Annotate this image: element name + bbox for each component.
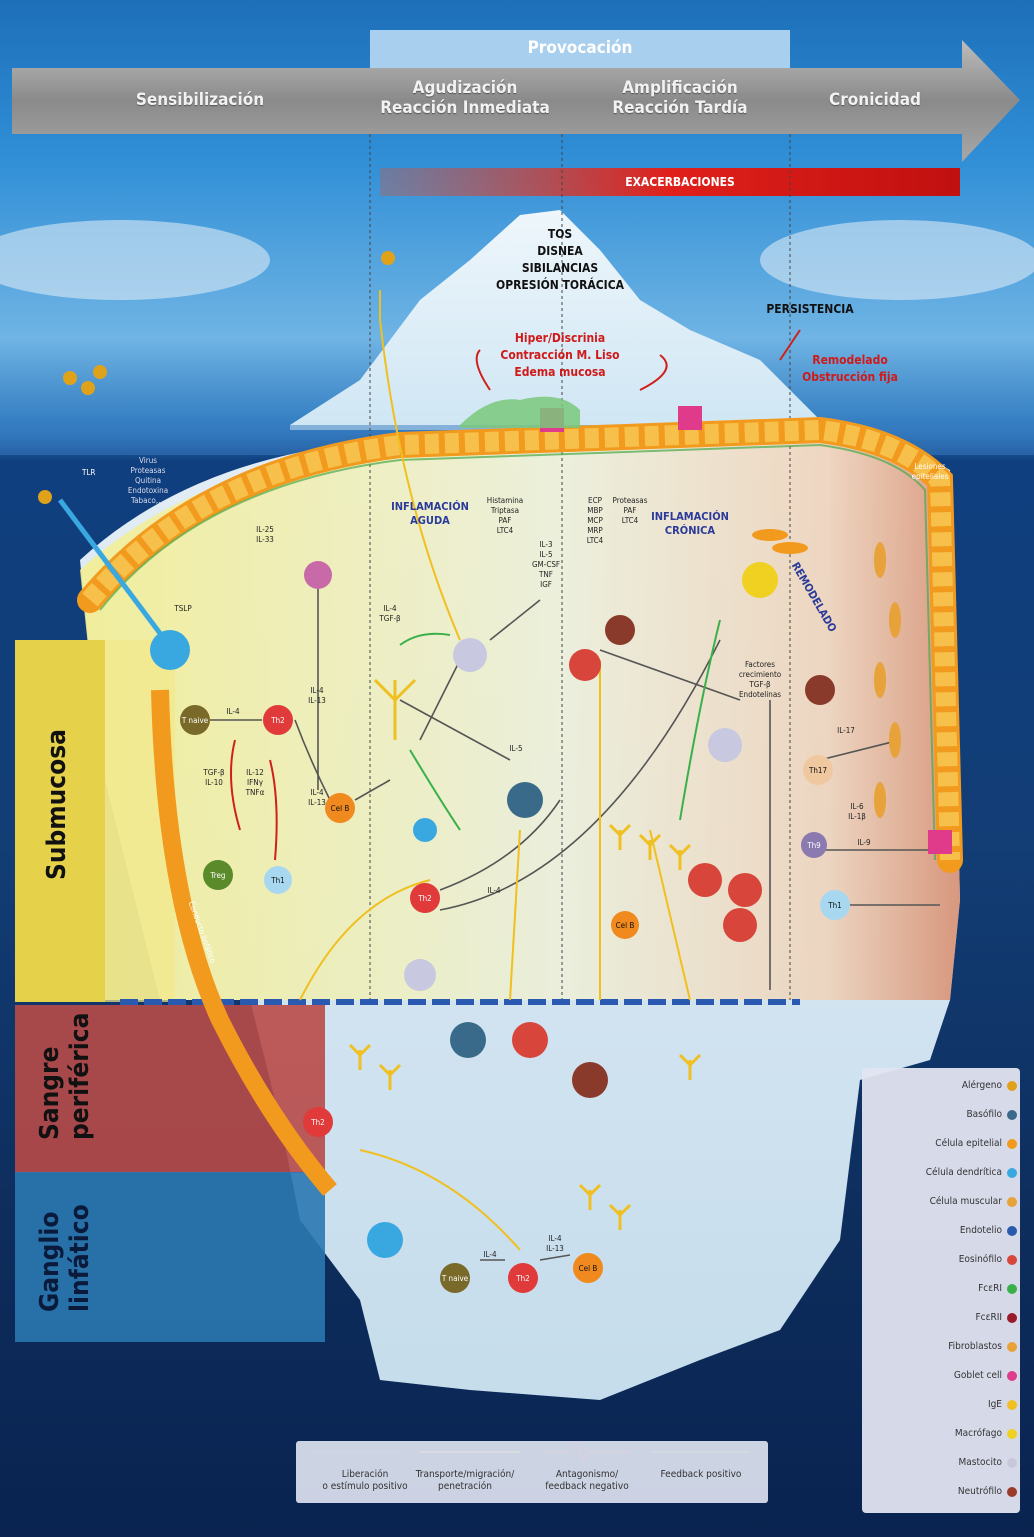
il12-label: IL-12 IFNγ TNFα [240, 768, 270, 798]
b-cell-3: Cel B [573, 1264, 603, 1273]
legend-label-4: Célula muscular [862, 1196, 1002, 1207]
legend-label-6: Eosinófilo [862, 1254, 1002, 1265]
dendritic-cell [413, 818, 437, 842]
th1-cell: Th1 [263, 876, 293, 885]
th1-cell-b: Th1 [820, 901, 850, 910]
chronic-inflammation-label: INFLAMACIÓN CRÓNICA [645, 510, 735, 538]
cloud [760, 220, 1034, 300]
treg-cell: Treg [203, 871, 233, 880]
phase-sensibilization: Sensibilización [100, 90, 300, 110]
il4-il13-label: IL-4 IL-13 [302, 686, 332, 706]
th2-cell: Th2 [263, 716, 293, 725]
legend-label-0: Alérgeno [862, 1080, 1002, 1091]
neutrophil-icon [1007, 1487, 1017, 1497]
il9-label: IL-9 [854, 838, 874, 848]
legend-label-13: Mastocito [862, 1457, 1002, 1468]
macrophage [742, 562, 778, 598]
tgf-il10-label: TGF-β IL-10 [196, 768, 232, 788]
arrow-legend-item-3: Feedback positivo [646, 1469, 756, 1481]
legend-label-8: FcεRII [862, 1312, 1002, 1323]
th2-cell-d: Th2 [508, 1274, 538, 1283]
goblet-cell [928, 830, 952, 854]
mediators-protease: Proteasas PAF LTC4 [605, 496, 655, 526]
legend-label-11: IgE [862, 1399, 1002, 1410]
il4-tgf-label: IL-4 TGF-β [372, 604, 408, 624]
t-naive-cell: T naive [180, 716, 210, 725]
legend-label-1: Basófilo [862, 1109, 1002, 1120]
mediators-cytokines: IL-3 IL-5 GM-CSF TNF IGF [526, 540, 566, 590]
symptoms-list: TOS DISNEA SIBILANCIAS OPRESIÓN TORÁCICA [470, 226, 650, 294]
legend-label-2: Célula epitelial [862, 1138, 1002, 1149]
mediators-mast: Histamina Triptasa PAF LTC4 [480, 496, 530, 536]
legend-label-14: Neutrófilo [862, 1486, 1002, 1497]
il17-label: IL-17 [834, 726, 858, 736]
il4-label: IL-4 [223, 707, 243, 717]
fibroblast-icon [1007, 1342, 1017, 1352]
cloud [0, 220, 270, 300]
epithelial-cell-icon [1007, 1139, 1017, 1149]
goblet-cell-icon [1007, 1371, 1017, 1381]
fcerii-icon [1007, 1313, 1017, 1323]
legend-label-7: FcεRI [862, 1283, 1002, 1294]
dendritic-cell [150, 630, 190, 670]
lymph-node-label: Ganglio linfático [35, 1204, 95, 1312]
th9-cell: Th9 [799, 841, 829, 850]
remodeling-outcome: Remodelado Obstrucción fija [775, 352, 925, 386]
airway-effects: Hiper/Discrinia Contracción M. Liso Edem… [470, 330, 650, 381]
macrophage-icon [1007, 1429, 1017, 1439]
legend-label-3: Célula dendrítica [862, 1167, 1002, 1178]
allergen-icon [1007, 1081, 1017, 1091]
il6-label: IL-6 IL-1β [844, 802, 870, 822]
arrow-legend-item-0: Liberación o estímulo positivo [310, 1469, 420, 1493]
t-naive-cell-2: T naive [440, 1274, 470, 1283]
ige-icon [1007, 1400, 1017, 1410]
th2-cell-c: Th2 [303, 1118, 333, 1127]
acute-inflammation-label: INFLAMACIÓN AGUDA [385, 500, 475, 528]
arrow-legend-item-1: Transporte/migración/ penetración [410, 1469, 520, 1493]
muscle-cell-icon [1007, 1197, 1017, 1207]
arrow-legend-item-2: Antagonismo/ feedback negativo [532, 1469, 642, 1493]
phase-acute: Agudización Reacción Inmediata [370, 78, 560, 118]
growth-factors-label: Factores crecimiento TGF-β Endotelinas [730, 660, 790, 700]
b-cell-2: Cel B [610, 921, 640, 930]
b-cell: Cel B [325, 804, 355, 813]
mast-cell-icon [1007, 1458, 1017, 1468]
basophil-icon [1007, 1110, 1017, 1120]
phase-chronic: Cronicidad [800, 90, 950, 110]
provocation-label: Provocación [370, 38, 790, 58]
dendritic-cell [367, 1222, 403, 1258]
il25-label: IL-25 IL-33 [250, 525, 280, 545]
legend-label-12: Macrófago [862, 1428, 1002, 1439]
phase-late: Amplificación Reacción Tardía [590, 78, 770, 118]
il4-label-b: IL-4 [484, 886, 504, 896]
endothelium-icon [1007, 1226, 1017, 1236]
tslp-label: TSLP [168, 604, 198, 614]
blood-label: Sangre periférica [35, 1013, 95, 1140]
il4-il13-label-c: IL-4 IL-13 [540, 1234, 570, 1254]
persistence-label: PERSISTENCIA [735, 302, 885, 316]
th2-cell-b: Th2 [410, 894, 440, 903]
legend-label-10: Goblet cell [862, 1370, 1002, 1381]
fceri-icon [1007, 1284, 1017, 1294]
legend-label-5: Endotelio [862, 1225, 1002, 1236]
il4-label-c: IL-4 [480, 1250, 500, 1260]
triggers-label: Virus Proteasas Quitina Endotoxina Tabac… [118, 456, 178, 506]
exacerbation-label: EXACERBACIONES [380, 175, 980, 189]
legend-label-9: Fibroblastos [862, 1341, 1002, 1352]
submucosa-label: Submucosa [42, 729, 72, 880]
tlr-label: TLR [82, 468, 95, 478]
th17-cell: Th17 [803, 766, 833, 775]
eosinophil-icon [1007, 1255, 1017, 1265]
dendritic-cell-icon [1007, 1168, 1017, 1178]
goblet-cell [678, 406, 702, 430]
epithelial-lesions-label: Lesiones epiteliales [900, 462, 960, 482]
il5-label: IL-5 [506, 744, 526, 754]
